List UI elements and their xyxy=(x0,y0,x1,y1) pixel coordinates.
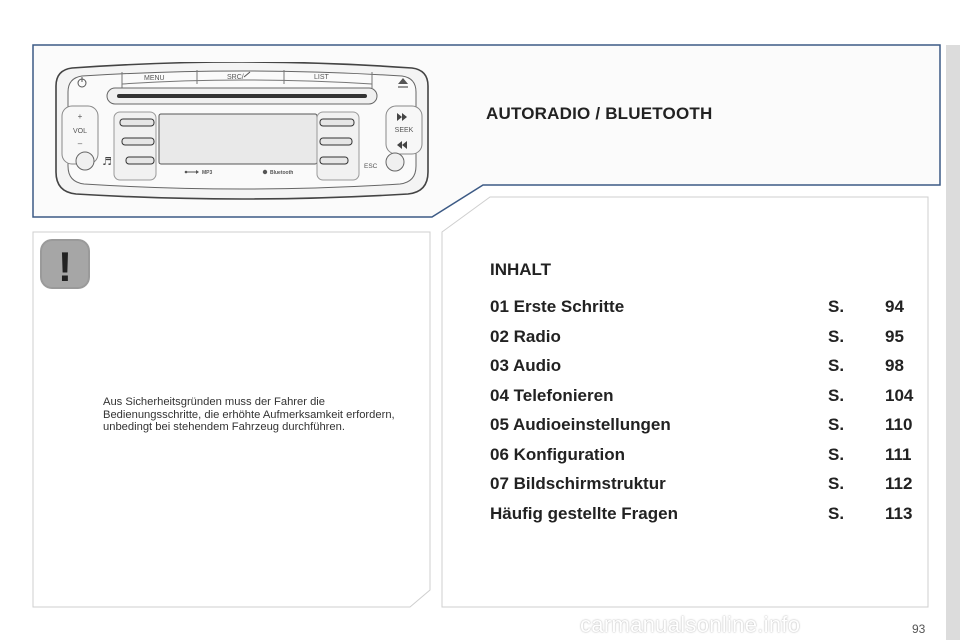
warning-symbol: ! xyxy=(58,243,72,290)
toc-item[interactable]: Häufig gestellte Fragen S. 113 xyxy=(490,504,920,528)
toc-item[interactable]: 04 Telefonieren S. 104 xyxy=(490,386,920,410)
warning-text: Aus Sicherheitsgründen muss der Fahrer d… xyxy=(103,396,395,433)
toc-item-page: 95 xyxy=(885,327,904,346)
toc-item-prefix: S. xyxy=(828,386,845,405)
page-number: 93 xyxy=(912,622,926,636)
toc-item-prefix: S. xyxy=(828,297,845,316)
music-note-icon[interactable]: ♬ xyxy=(102,155,112,168)
toc-item-label: 06 Konfiguration xyxy=(490,445,626,464)
vol-plus[interactable]: + xyxy=(78,112,83,121)
usb-icon xyxy=(184,170,199,174)
toc-item-prefix: S. xyxy=(828,415,845,434)
toc-item-prefix: S. xyxy=(828,356,845,375)
src-button[interactable]: SRC/ xyxy=(227,74,244,81)
preset-buttons-left[interactable] xyxy=(119,118,155,165)
esc-knob[interactable] xyxy=(385,152,405,172)
seek-label: SEEK xyxy=(395,127,414,134)
aux-knob[interactable] xyxy=(75,151,95,171)
toc-item-page: 113 xyxy=(885,504,913,523)
toc-item-label: Häufig gestellte Fragen xyxy=(490,504,678,523)
vol-minus[interactable]: – xyxy=(78,139,83,148)
seek-back-icon[interactable] xyxy=(397,141,407,149)
phone-icon xyxy=(243,71,251,78)
preset-buttons-right[interactable] xyxy=(319,118,355,165)
page-title: AUTORADIO / BLUETOOTH xyxy=(486,104,713,123)
esc-button[interactable]: ESC xyxy=(364,163,378,170)
toc-item[interactable]: 02 Radio S. 95 xyxy=(490,327,920,351)
toc-item-label: 07 Bildschirmstruktur xyxy=(490,474,666,493)
toc-item-prefix: S. xyxy=(828,474,845,493)
toc-item-label: 05 Audioeinstellungen xyxy=(490,415,671,434)
toc-item-label: 02 Radio xyxy=(490,327,561,346)
toc-item[interactable]: 06 Konfiguration S. 111 xyxy=(490,445,920,469)
toc-item-page: 98 xyxy=(885,356,904,375)
toc-item[interactable]: 05 Audioeinstellungen S. 110 xyxy=(490,415,920,439)
toc-item[interactable]: 01 Erste Schritte S. 94 xyxy=(490,297,920,321)
vol-label: VOL xyxy=(73,128,87,135)
toc-item-page: 104 xyxy=(885,386,914,405)
radio-illustration: MENU SRC/ LIST + VOL – SEEK MP3 Bluetoot xyxy=(55,62,429,200)
power-icon[interactable] xyxy=(77,77,87,88)
eject-icon[interactable] xyxy=(398,78,408,88)
list-button[interactable]: LIST xyxy=(314,74,330,81)
toc-heading: INHALT xyxy=(490,260,552,279)
seek-control[interactable] xyxy=(385,105,423,155)
toc-item-page: 94 xyxy=(885,297,904,316)
warning-frame xyxy=(32,231,431,608)
toc-item[interactable]: 03 Audio S. 98 xyxy=(490,356,920,380)
menu-button[interactable]: MENU xyxy=(144,75,165,82)
toc-item-page: 111 xyxy=(885,445,912,464)
toc-item-prefix: S. xyxy=(828,504,845,523)
toc-item-page: 110 xyxy=(885,415,913,434)
toc-frame xyxy=(441,196,929,608)
toc-item-label: 01 Erste Schritte xyxy=(490,297,625,316)
toc-item-label: 03 Audio xyxy=(490,356,562,375)
toc-item-label: 04 Telefonieren xyxy=(490,386,614,405)
bluetooth-label: Bluetooth xyxy=(270,170,293,176)
watermark: carmanualsonline.info xyxy=(580,612,801,637)
seek-forward-icon[interactable] xyxy=(397,113,407,121)
radio-display xyxy=(158,113,318,165)
toc-item-prefix: S. xyxy=(828,445,845,464)
right-margin-strip xyxy=(946,45,960,640)
svg-text:♬: ♬ xyxy=(102,155,112,168)
toc-item[interactable]: 07 Bildschirmstruktur S. 112 xyxy=(490,474,920,498)
mp3-label: MP3 xyxy=(202,170,213,176)
toc-item-page: 112 xyxy=(885,474,913,493)
toc-item-prefix: S. xyxy=(828,327,845,346)
bluetooth-icon xyxy=(262,169,268,175)
warning-icon: ! xyxy=(40,239,90,290)
